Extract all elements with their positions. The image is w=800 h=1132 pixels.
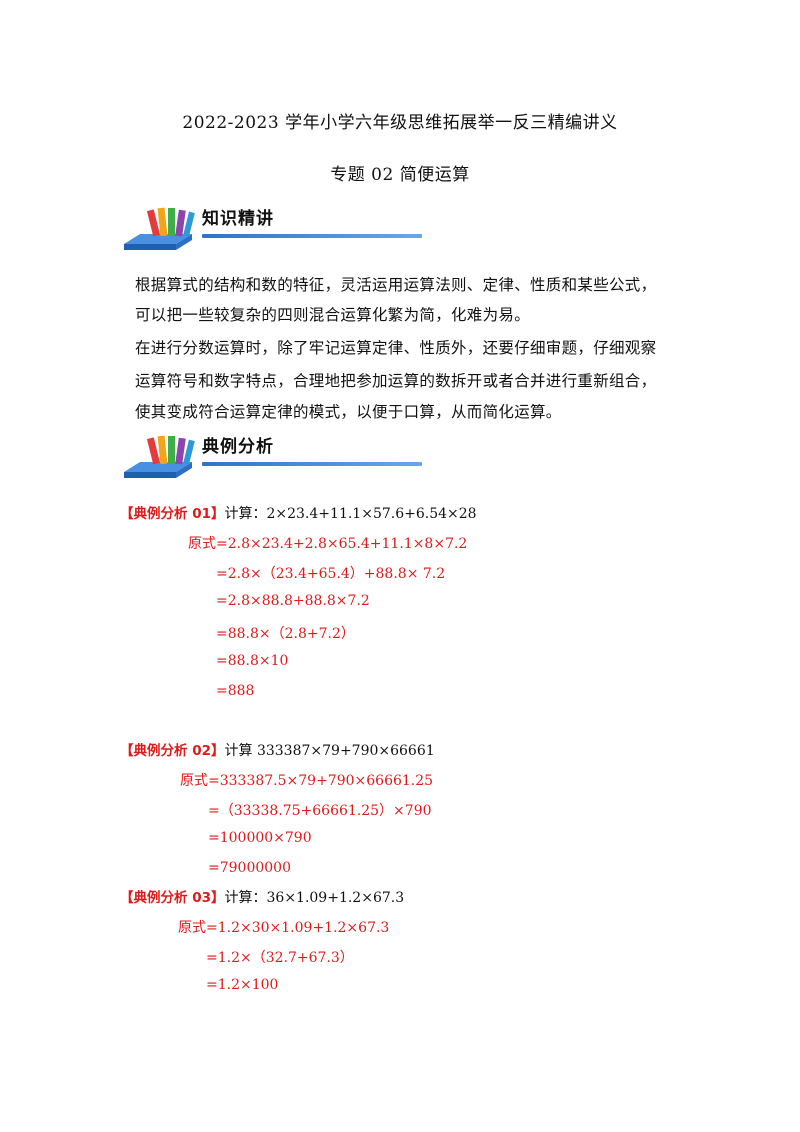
books-icon xyxy=(124,435,195,478)
example-question: 计算：2×23.4+11.1×57.6+6.54×28 xyxy=(224,506,477,522)
solution-step: =88.8×（2.8+7.2） xyxy=(216,626,355,642)
example-question: 计算：36×1.09+1.2×67.3 xyxy=(224,890,405,906)
solution-step: 原式=1.2×30×1.09+1.2×67.3 xyxy=(178,920,390,936)
solution-step: =88.8×10 xyxy=(216,653,289,669)
solution-step: =（33338.75+66661.25）×790 xyxy=(208,803,432,819)
section-header-examples: 典例分析 xyxy=(120,428,422,488)
solution-step: =79000000 xyxy=(208,860,291,876)
section-header-knowledge: 知识精讲 xyxy=(120,200,422,260)
section-divider xyxy=(202,234,422,238)
solution-step: =888 xyxy=(216,683,255,699)
knowledge-line-1: 根据算式的结构和数的特征，灵活运用运算法则、定律、性质和某些公式， xyxy=(135,276,657,294)
knowledge-line-4: 运算符号和数字特点，合理地把参加运算的数拆开或者合并进行重新组合， xyxy=(135,372,657,390)
knowledge-line-2: 可以把一些较复杂的四则混合运算化繁为简，化难为易。 xyxy=(135,306,531,324)
example-question: 计算 333387×79+790×66661 xyxy=(224,743,435,759)
section-title-knowledge: 知识精讲 xyxy=(202,209,274,229)
solution-step: =1.2×（32.7+67.3） xyxy=(206,950,354,966)
example-01-header: 【典例分析 01】计算：2×23.4+11.1×57.6+6.54×28 xyxy=(120,502,477,523)
solution-step: =100000×790 xyxy=(208,830,312,846)
page-title: 2022-2023 学年小学六年级思维拓展举一反三精编讲义 xyxy=(182,113,618,133)
solution-step: 原式=333387.5×79+790×66661.25 xyxy=(180,773,434,789)
knowledge-line-5: 使其变成符合运算定律的模式，以便于口算，从而简化运算。 xyxy=(135,403,562,421)
section-title-examples: 典例分析 xyxy=(202,437,274,457)
solution-step: =2.8×（23.4+65.4）+88.8× 7.2 xyxy=(216,566,446,582)
page-subtitle: 专题 02 简便运算 xyxy=(330,165,470,185)
knowledge-line-3: 在进行分数运算时，除了牢记运算定律、性质外，还要仔细审题，仔细观察 xyxy=(135,339,657,357)
example-03-header: 【典例分析 03】计算：36×1.09+1.2×67.3 xyxy=(120,886,404,907)
solution-step: =2.8×88.8+88.8×7.2 xyxy=(216,593,370,609)
example-tag: 【典例分析 03】 xyxy=(120,890,225,906)
books-icon xyxy=(124,207,195,250)
example-tag: 【典例分析 01】 xyxy=(120,506,225,522)
example-02-header: 【典例分析 02】计算 333387×79+790×66661 xyxy=(120,739,435,760)
example-tag: 【典例分析 02】 xyxy=(120,743,225,759)
solution-step: 原式=2.8×23.4+2.8×65.4+11.1×8×7.2 xyxy=(188,536,468,552)
solution-step: =1.2×100 xyxy=(206,977,279,993)
section-divider xyxy=(202,462,422,466)
